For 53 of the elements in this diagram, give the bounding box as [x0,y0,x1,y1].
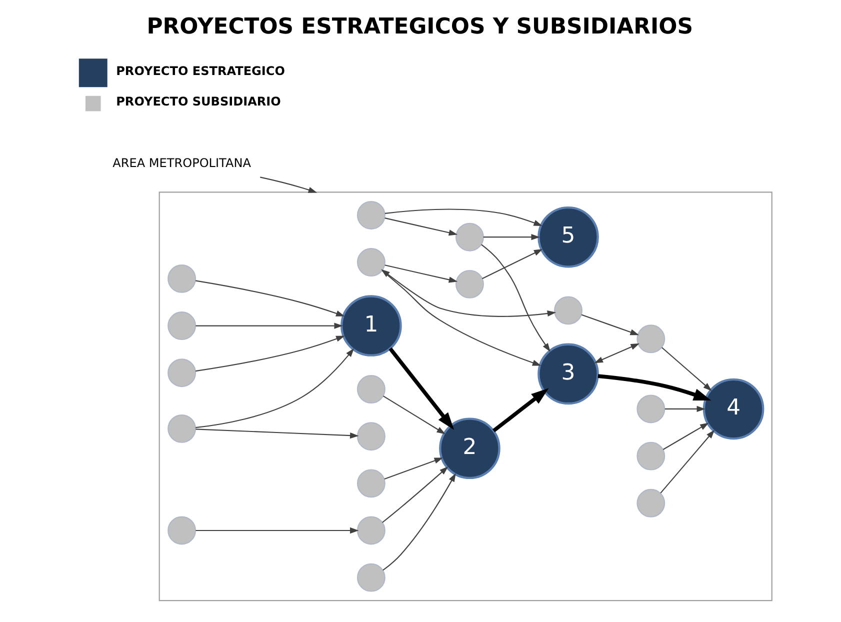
arrow [662,422,708,450]
arrow [482,249,542,280]
node-circle [636,442,665,470]
node-circle [356,469,385,498]
arrow [384,208,542,226]
arrow [661,347,712,392]
node-circle [167,312,196,340]
arrow [492,388,548,432]
cluster [158,192,772,602]
node-circle [356,516,385,545]
arrow [660,430,714,494]
arrow [480,244,550,352]
node-circle: 5 [537,206,598,268]
diagram-title: PROYECTOS ESTRATEGICOS Y SUBSIDIARIOS [146,14,692,40]
node-text: AREA METROPOLITANA [112,156,250,170]
node-circle [454,222,484,252]
arrow [195,336,344,372]
node-circle [356,248,385,277]
node-circle [636,324,665,354]
arrow [597,374,711,400]
node-circle [636,488,665,518]
arrow [382,466,448,523]
arrow [195,322,342,329]
arrow [195,428,358,439]
node-circle [454,270,484,298]
node-circle [554,296,582,325]
arrow [384,458,443,480]
arrow [594,343,640,364]
node-circle [636,394,665,424]
node-circle [167,358,196,388]
arrow [382,473,456,571]
node-circle [167,264,196,293]
node-circle [356,200,385,230]
arrow [664,406,706,412]
arrow [380,269,556,317]
arrow [384,264,458,283]
node-circle [356,375,385,404]
arrow [195,348,354,428]
node-circle [356,422,385,451]
arrow [382,396,446,434]
arrow [384,218,458,236]
node-circle [167,516,196,545]
arrow [195,527,358,534]
arrow [194,280,344,316]
node-circle [356,563,385,592]
arrow [381,270,541,366]
arrow [388,347,454,430]
arrow [260,176,317,193]
arrow [580,314,639,336]
arrow [482,234,540,240]
legend-label: PROYECTO ESTRATEGICO [116,64,284,78]
node-circle [167,414,196,443]
legend-label: PROYECTO SUBSIDIARIO [116,94,280,109]
